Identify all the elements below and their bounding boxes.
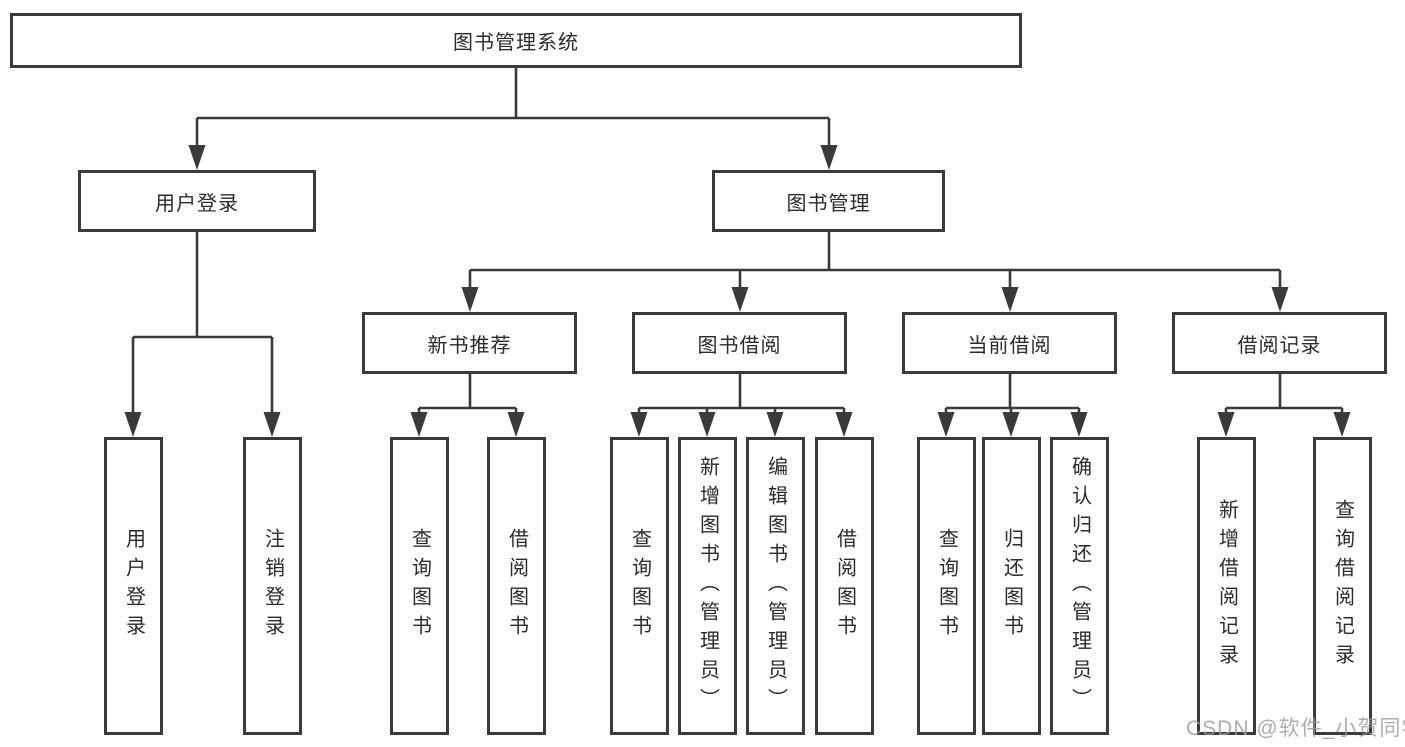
- leaf-add-borrow-record: 新增借阅记录: [1197, 437, 1256, 735]
- leaf-logout: 注销登录: [243, 437, 302, 735]
- leaf-add-book-admin: 新增图书（管理员）: [678, 437, 737, 735]
- node-label: 图书管理: [786, 192, 871, 215]
- connector-records-to-leaves: [1217, 374, 1351, 437]
- node-current-borrow: 当前借阅: [902, 312, 1117, 374]
- leaf-query-books-current: 查询图书: [917, 437, 976, 735]
- leaf-query-borrow-record: 查询借阅记录: [1313, 437, 1372, 735]
- node-label: 借阅记录: [1237, 334, 1322, 357]
- node-label: 用户登录: [122, 528, 145, 644]
- leaf-borrow-books: 借阅图书: [815, 437, 874, 735]
- connector-user-to-leaves: [124, 232, 281, 437]
- node-book-management: 图书管理: [712, 170, 945, 232]
- node-label: 新增借阅记录: [1215, 499, 1238, 673]
- leaf-confirm-return-admin: 确认归还（管理员）: [1050, 437, 1109, 735]
- node-label: 借阅图书: [505, 528, 528, 644]
- node-label: 新增图书（管理员）: [696, 455, 719, 717]
- node-label: 新书推荐: [427, 334, 512, 357]
- leaf-query-books-recommend: 查询图书: [390, 437, 449, 735]
- leaf-edit-book-admin: 编辑图书（管理员）: [746, 437, 805, 735]
- node-borrow-records: 借阅记录: [1172, 312, 1387, 374]
- node-label: 编辑图书（管理员）: [764, 455, 787, 717]
- connector-root-to-level2: [188, 68, 838, 170]
- node-user-login: 用户登录: [78, 170, 316, 232]
- leaf-borrow-books-recommend: 借阅图书: [487, 437, 546, 735]
- node-label: 借阅图书: [833, 528, 856, 644]
- node-root-library-system: 图书管理系统: [10, 13, 1022, 68]
- node-label: 查询图书: [408, 528, 431, 644]
- connector-borrow-to-leaves: [630, 374, 853, 437]
- node-label: 图书管理系统: [453, 32, 579, 54]
- node-label: 用户登录: [155, 192, 239, 215]
- leaf-query-books-borrow: 查询图书: [610, 437, 669, 735]
- connector-rec-to-leaves: [410, 374, 525, 437]
- node-label: 查询图书: [628, 528, 651, 644]
- node-label: 归还图书: [1000, 528, 1023, 644]
- node-label: 查询图书: [935, 528, 958, 644]
- node-label: 图书借阅: [697, 334, 782, 357]
- node-label: 查询借阅记录: [1331, 499, 1354, 673]
- connector-mgmt-to-level3: [461, 232, 1289, 312]
- leaf-user-login: 用户登录: [104, 437, 163, 735]
- node-label: 注销登录: [261, 528, 284, 644]
- csdn-watermark: CSDN @软件_小贺同学: [1186, 717, 1405, 740]
- node-label: 当前借阅: [967, 334, 1052, 357]
- node-new-book-recommend: 新书推荐: [362, 312, 577, 374]
- leaf-return-books: 归还图书: [982, 437, 1041, 735]
- connector-current-to-leaves: [937, 374, 1088, 437]
- node-label: 确认归还（管理员）: [1068, 455, 1091, 717]
- node-book-borrow: 图书借阅: [632, 312, 847, 374]
